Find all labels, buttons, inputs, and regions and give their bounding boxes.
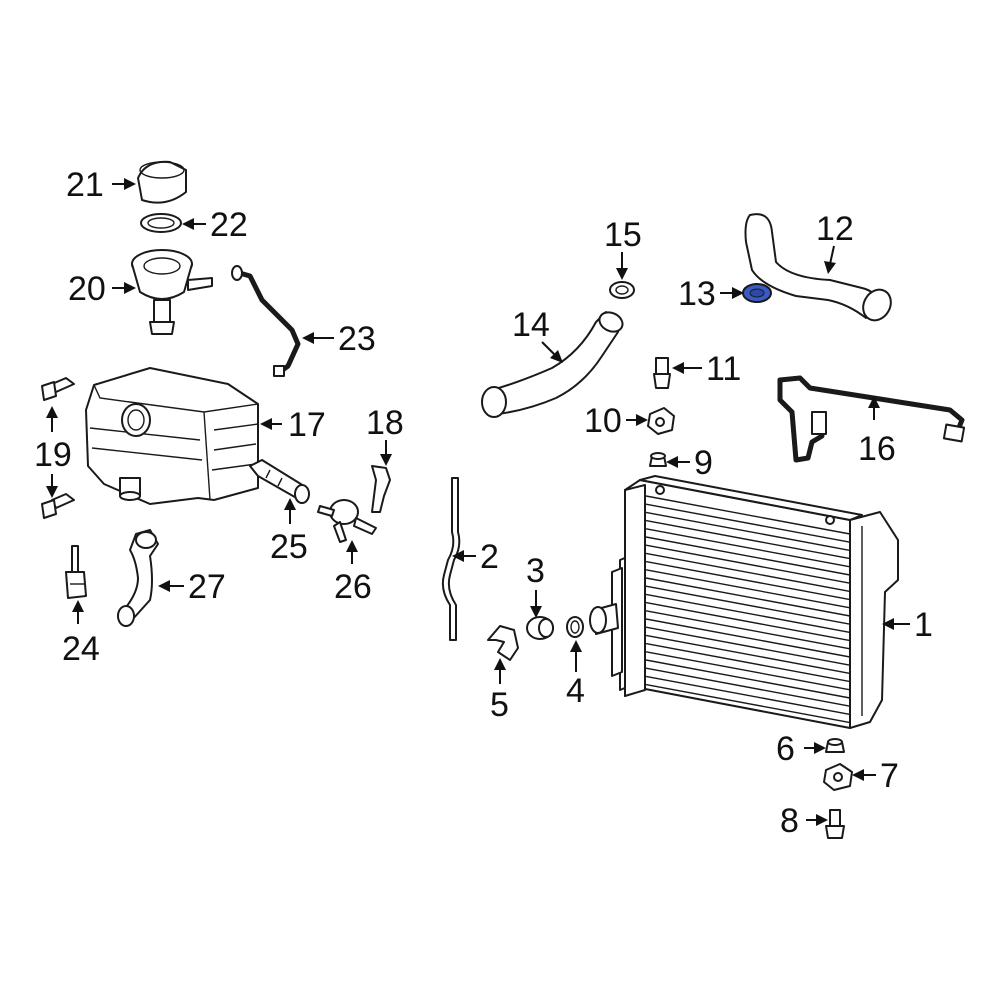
part-o-ring-15[interactable] bbox=[609, 281, 635, 299]
callout-10[interactable]: 10 bbox=[584, 402, 622, 440]
part-harness-16[interactable] bbox=[777, 375, 966, 463]
radiator-fin bbox=[645, 552, 851, 593]
callout-8[interactable]: 8 bbox=[780, 802, 799, 840]
part-hose-27[interactable] bbox=[117, 529, 159, 627]
part-clip-5[interactable] bbox=[487, 625, 519, 661]
part-sensor-24[interactable] bbox=[65, 545, 87, 599]
callout-23[interactable]: 23 bbox=[338, 320, 376, 358]
callout-6[interactable]: 6 bbox=[776, 730, 795, 768]
part-seal-strip[interactable] bbox=[441, 477, 461, 641]
part-grommet-3[interactable] bbox=[526, 616, 554, 640]
leader-lines bbox=[46, 178, 910, 826]
part-fitting-26[interactable] bbox=[317, 499, 377, 543]
callout-11[interactable]: 11 bbox=[706, 350, 741, 388]
radiator-fin bbox=[645, 593, 851, 634]
radiator-fin bbox=[645, 626, 851, 666]
radiator-fin bbox=[645, 536, 851, 576]
radiator-fin bbox=[645, 495, 851, 535]
part-radiator[interactable] bbox=[589, 475, 899, 729]
part-seal-13[interactable] bbox=[742, 283, 772, 303]
radiator-fin bbox=[645, 601, 851, 642]
callout-18[interactable]: 18 bbox=[366, 404, 404, 442]
callout-2[interactable]: 2 bbox=[480, 538, 499, 576]
part-hose-14[interactable] bbox=[481, 309, 626, 418]
callout-labels: 1 2 3 4 5 6 7 8 9 10 11 12 13 14 15 16 1… bbox=[34, 166, 933, 840]
part-hose-23[interactable] bbox=[231, 265, 301, 377]
part-bolt-19-bottom[interactable] bbox=[41, 493, 75, 519]
callout-20[interactable]: 20 bbox=[68, 270, 106, 308]
callout-24[interactable]: 24 bbox=[62, 630, 100, 668]
radiator-fin bbox=[645, 618, 851, 658]
callout-25[interactable]: 25 bbox=[270, 528, 308, 566]
part-bolt-19-top[interactable] bbox=[41, 377, 75, 401]
part-nut-9[interactable] bbox=[649, 452, 667, 467]
callout-19[interactable]: 19 bbox=[34, 436, 72, 474]
part-o-ring-4[interactable] bbox=[566, 616, 584, 638]
part-bolt-11[interactable] bbox=[653, 357, 671, 389]
part-hose-12[interactable] bbox=[744, 213, 897, 325]
radiator-fin bbox=[645, 519, 851, 560]
callout-21[interactable]: 21 bbox=[66, 166, 104, 204]
part-reservoir-17[interactable] bbox=[85, 367, 259, 505]
callout-9[interactable]: 9 bbox=[694, 444, 713, 482]
callout-14[interactable]: 14 bbox=[512, 306, 550, 344]
radiator-fin bbox=[645, 585, 851, 625]
part-bracket-7[interactable] bbox=[823, 763, 853, 791]
radiator-fin bbox=[645, 642, 851, 683]
radiator-fin bbox=[645, 528, 851, 568]
part-gasket-22[interactable] bbox=[140, 213, 182, 233]
callout-12[interactable]: 12 bbox=[816, 210, 854, 248]
radiator-fin bbox=[645, 577, 851, 617]
part-valve-25[interactable] bbox=[249, 459, 310, 504]
callout-7[interactable]: 7 bbox=[880, 757, 899, 795]
radiator-fin bbox=[645, 634, 851, 675]
callout-13[interactable]: 13 bbox=[678, 275, 716, 313]
callout-22[interactable]: 22 bbox=[210, 206, 248, 244]
radiator-fin bbox=[645, 659, 851, 699]
callout-4[interactable]: 4 bbox=[566, 672, 585, 710]
radiator-fin bbox=[645, 503, 851, 543]
callout-16[interactable]: 16 bbox=[858, 430, 896, 468]
part-cap-21[interactable] bbox=[137, 160, 187, 204]
radiator-fin bbox=[645, 675, 851, 716]
radiator-fin bbox=[645, 569, 851, 609]
callout-5[interactable]: 5 bbox=[490, 686, 509, 724]
radiator-fin bbox=[645, 511, 851, 552]
part-filler-neck-20[interactable] bbox=[131, 249, 213, 335]
radiator-fin bbox=[645, 667, 851, 707]
callout-17[interactable]: 17 bbox=[288, 406, 326, 444]
callout-3[interactable]: 3 bbox=[526, 552, 545, 590]
part-nut-6[interactable] bbox=[825, 738, 845, 753]
callout-1[interactable]: 1 bbox=[914, 606, 933, 644]
part-bracket-10[interactable] bbox=[647, 407, 675, 435]
radiator-fin bbox=[645, 610, 851, 650]
radiator-fin bbox=[645, 683, 851, 724]
part-bolt-8[interactable] bbox=[825, 809, 845, 839]
radiator-fin bbox=[645, 651, 851, 691]
radiator-fin bbox=[645, 544, 851, 584]
radiator-fin bbox=[645, 560, 851, 601]
callout-27[interactable]: 27 bbox=[188, 568, 226, 606]
callout-15[interactable]: 15 bbox=[604, 216, 642, 254]
part-sensor-18[interactable] bbox=[371, 465, 391, 513]
callout-26[interactable]: 26 bbox=[334, 568, 372, 606]
